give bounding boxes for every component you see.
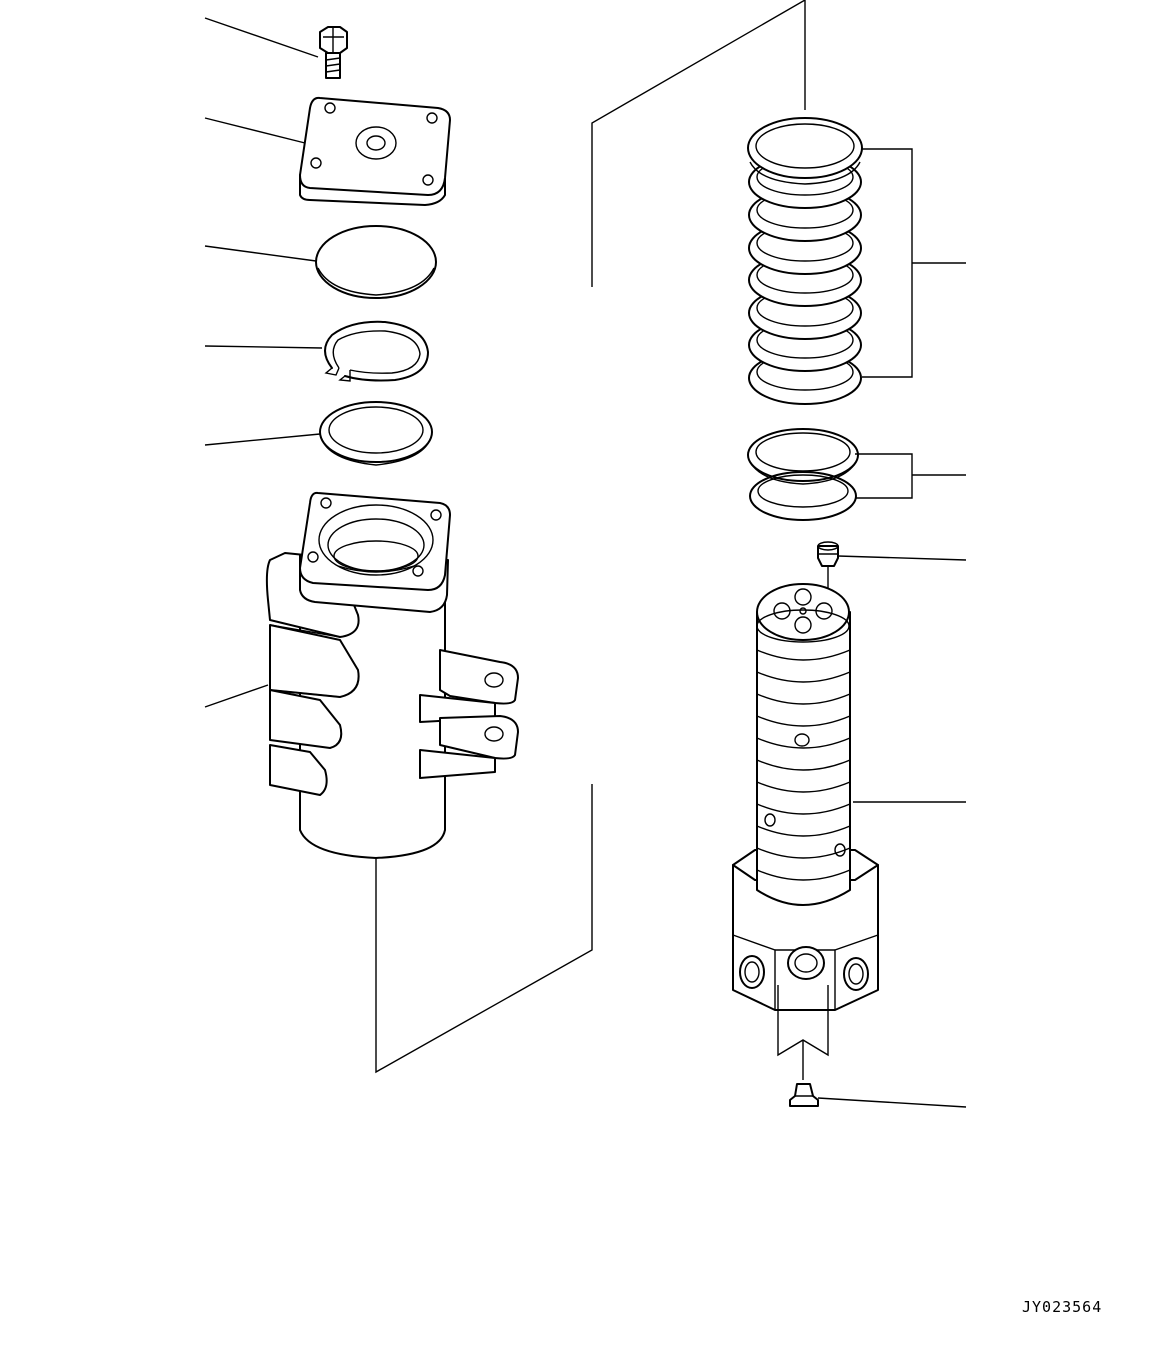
ring [319,401,433,466]
rotor-shaft [732,583,879,1080]
plug-top [817,541,839,567]
leader-lines-right [817,148,967,1108]
plug-bottom [789,1083,819,1107]
bolt [319,26,348,79]
snap-ring [324,320,429,382]
leader-lines-left [204,17,323,708]
o-ring [315,225,437,299]
ring-pair [747,428,859,521]
housing-body [265,491,519,859]
cover-plate [299,96,451,206]
seal-ring-stack [747,117,863,405]
drawing-code: JY023564 [1022,1298,1103,1316]
